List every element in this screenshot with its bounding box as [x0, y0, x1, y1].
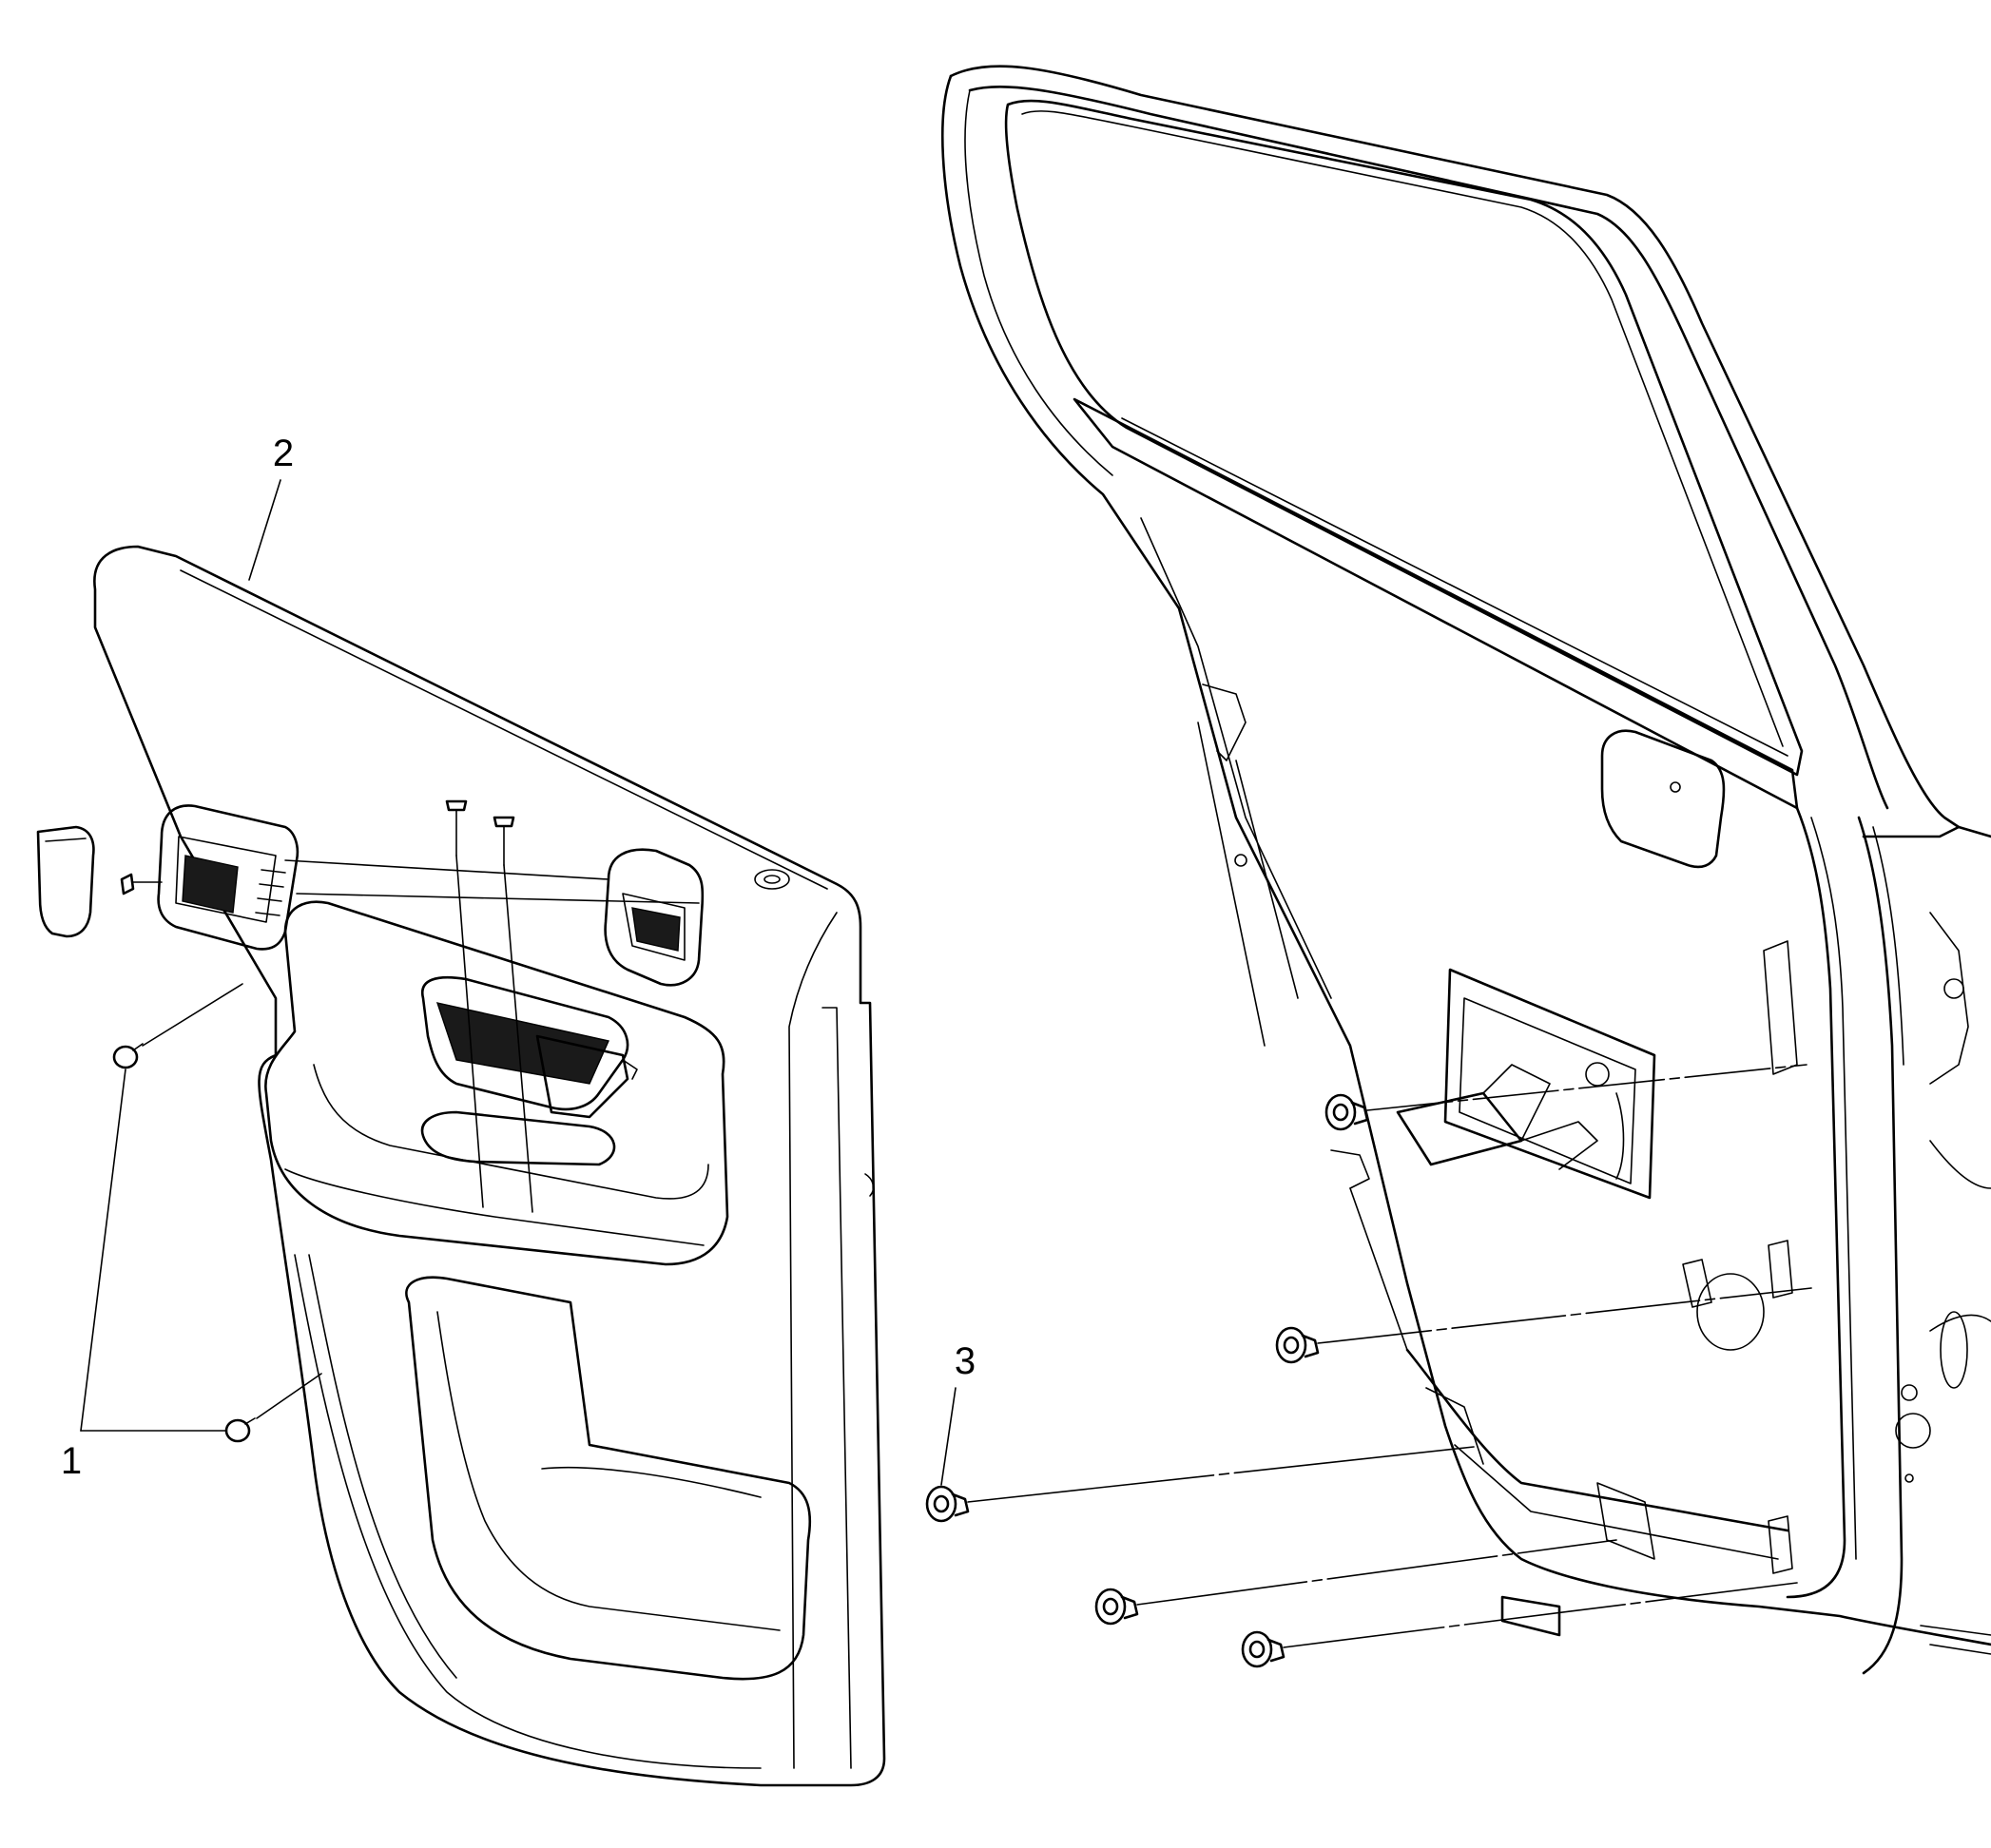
callout-1-label: 1	[61, 1440, 82, 1482]
retainer-pin-5	[1241, 1630, 1285, 1668]
screw-fasteners	[120, 799, 515, 895]
retainer-pin-4	[1094, 1588, 1139, 1626]
callout-3-label: 3	[955, 1340, 976, 1382]
door-trim-panel	[93, 545, 886, 1787]
door-inner-panel	[940, 65, 1991, 1675]
inside-handle-assembly	[157, 804, 300, 951]
callout-3: 3	[940, 1340, 976, 1486]
callout-1: 1	[61, 1068, 227, 1482]
window-switch-bezel	[420, 975, 638, 1119]
alignment-lines-left	[284, 855, 700, 1213]
door-trim-retainers	[925, 1064, 1812, 1668]
callout-2-label: 2	[273, 433, 294, 474]
callout-2: 2	[248, 433, 294, 581]
retainer-pin-3	[925, 1485, 970, 1523]
handle-cover-plate	[36, 825, 95, 938]
retainer-pin-2	[1275, 1326, 1320, 1364]
trim-retainers	[112, 983, 322, 1443]
retainer-pin-1	[1324, 1093, 1369, 1131]
inside-handle-bezel	[604, 848, 705, 987]
